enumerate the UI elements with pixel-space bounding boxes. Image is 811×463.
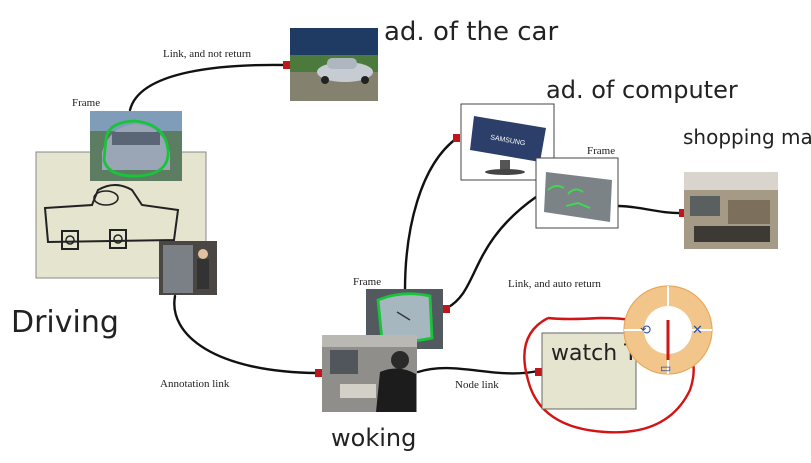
link-working-to-computer-ad — [403, 136, 459, 292]
handwritten-driving: Driving — [11, 305, 119, 340]
handwritten-ad-car: ad. of the car — [384, 17, 558, 47]
handwritten-shopping-mall: shopping mall — [683, 125, 811, 149]
anchor-shopping-mall[interactable] — [679, 209, 686, 217]
anchor-car-ad[interactable] — [283, 61, 290, 69]
handwritten-ad-computer: ad. of computer — [546, 76, 738, 104]
label-link-not-return: Link, and not return — [163, 48, 251, 60]
monitor-howto-photo[interactable] — [535, 157, 619, 229]
label-annotation-link: Annotation link — [160, 378, 230, 390]
annotation-link — [173, 294, 319, 375]
tv-icon[interactable]: ▭ — [660, 361, 671, 375]
anchor-computer-ad[interactable] — [453, 134, 460, 142]
link-monitor-to-frame — [445, 195, 538, 310]
label-frame-monitor: Frame — [587, 145, 615, 157]
car-ad-photo[interactable] — [290, 28, 378, 101]
link-not-return — [128, 63, 288, 112]
rotate-icon[interactable]: ⟲ — [640, 323, 651, 338]
car-front-photo[interactable] — [90, 111, 182, 181]
watch-tv-sketch[interactable] — [541, 332, 637, 410]
red-loop-stroke — [523, 316, 695, 434]
anchor-working[interactable] — [315, 369, 322, 377]
label-frame-car: Frame — [72, 97, 100, 109]
link-to-shopping-mall — [616, 204, 685, 215]
close-x-icon[interactable]: ✕ — [692, 323, 703, 338]
person-fridge-photo[interactable] — [159, 241, 217, 295]
label-node-link: Node link — [455, 379, 499, 391]
radial-menu[interactable] — [623, 285, 713, 375]
shopping-mall-photo[interactable] — [684, 172, 778, 249]
label-frame-working: Frame — [353, 276, 381, 288]
node-link — [416, 366, 540, 375]
anchor-tv[interactable] — [535, 368, 542, 376]
label-link-auto-return: Link, and auto return — [508, 278, 601, 290]
working-person-photo[interactable] — [322, 335, 417, 412]
anchor-monitor[interactable] — [443, 305, 450, 313]
handwritten-working: woking — [331, 424, 416, 452]
